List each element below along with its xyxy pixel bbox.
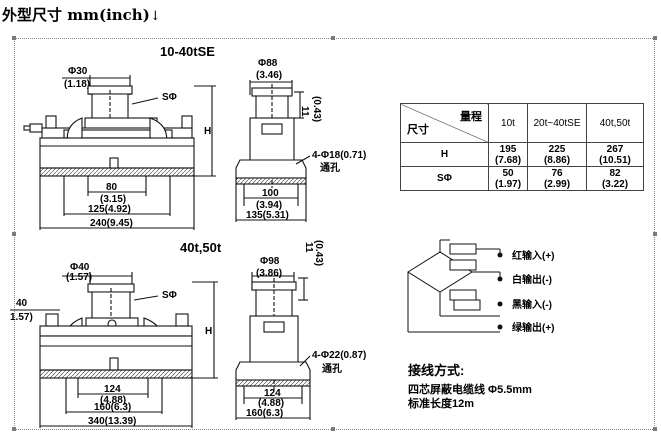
top-d125: 125(4.92) (88, 204, 131, 215)
cell-s-10t: 50 (1.97) (488, 166, 528, 191)
top-front-view: 10-40tSE Φ30 (1.18) SΦ H 80 (3. (23, 44, 216, 230)
corner-size-label: 尺寸 (407, 124, 429, 136)
resize-handle-bottom-left[interactable] (12, 427, 16, 431)
top-d240: 240(9.45) (90, 218, 133, 229)
bottom-phi40: Φ40 (70, 262, 90, 273)
bottom-phi98: Φ98 (260, 256, 280, 267)
top-hole-note: 通孔 (320, 161, 340, 174)
bottom-side-view: Φ98 (3.86) 11 (0.43) 4-Φ22(0.87) 通孔 124 … (235, 240, 366, 420)
wiring-description: 四芯屏蔽电缆线 Φ5.5mm 标准长度12m (408, 383, 532, 411)
top-phi88-in: (3.46) (256, 70, 282, 81)
paragraph-mark-icon: ↓ (149, 9, 161, 24)
top-hole: 4-Φ18(0.71) (312, 150, 366, 161)
row-label-h: H (400, 142, 489, 167)
top-s-label: SΦ (162, 92, 177, 103)
bottom-r124-in: (4.88) (258, 398, 284, 409)
cable-spec: 四芯屏蔽电缆线 Φ5.5mm (408, 384, 532, 396)
top-d100-in: (3.94) (256, 200, 282, 211)
resize-handle-top-right[interactable] (653, 36, 657, 40)
heading-text: 外型尺寸 mm(inch) (2, 6, 150, 24)
bottom-d340: 340(13.39) (88, 416, 136, 427)
top-d100: 100 (262, 188, 279, 199)
bottom-d40-in: 1.57) (10, 312, 33, 323)
col-header: 20t~40tSE (527, 103, 587, 143)
resize-handle-bottom-right[interactable] (653, 427, 657, 431)
col-header: 40t,50t (586, 103, 644, 143)
wire-red: 红输入(+) (512, 249, 555, 262)
bottom-title: 40t,50t (180, 240, 222, 255)
cell-s-20t: 76 (2.99) (527, 166, 587, 191)
bottom-front-view: 40t,50t Φ40 (1.57) SΦ 40 1.57) H 124 (4.… (10, 240, 222, 428)
resize-handle-top-left[interactable] (12, 36, 16, 40)
cable-length: 标准长度12m (408, 398, 475, 410)
spec-table: 量程 尺寸 10t 20t~40tSE 40t,50t H 195 (7.68)… (400, 103, 644, 191)
top-d11-in: (0.43) (311, 96, 322, 122)
bottom-s-label: SΦ (162, 290, 177, 301)
bottom-h-label: H (205, 326, 212, 337)
top-d11: 11 (299, 106, 310, 117)
top-phi30: Φ30 (68, 66, 88, 77)
cell-s-40t: 82 (3.22) (586, 166, 644, 191)
bottom-phi40-in: (1.57) (66, 272, 92, 283)
bottom-d40: 40 (16, 298, 28, 309)
wiring-diagram: 红输入(+) 白输出(-) 黑输入(-) 绿输出(+) (407, 239, 555, 334)
wire-green: 绿输出(+) (512, 321, 555, 334)
bottom-r160: 160(6.3) (246, 408, 283, 419)
bottom-d124-in: (4.88) (100, 395, 126, 406)
top-d135: 135(5.31) (246, 210, 289, 221)
bottom-d124: 124 (104, 384, 121, 395)
wire-white: 白输出(-) (512, 273, 552, 286)
top-side-view: Φ88 (3.46) 11 (0.43) 4-Φ18(0.71) 通孔 100 … (235, 58, 366, 222)
bottom-hole-note: 通孔 (322, 362, 342, 375)
bottom-d11-in: (0.43) (313, 240, 324, 266)
page-heading: 外型尺寸 mm(inch)↓ (2, 4, 161, 25)
bottom-phi98-in: (3.86) (256, 268, 282, 279)
resize-handle-mid-right[interactable] (653, 232, 657, 236)
resize-handle-bottom-mid[interactable] (331, 427, 335, 431)
top-d80: 80 (106, 182, 118, 193)
col-header: 10t (488, 103, 528, 143)
top-title: 10-40tSE (160, 44, 215, 59)
top-d80-in: (3.15) (100, 194, 126, 205)
row-label-s: SΦ (400, 166, 489, 191)
wire-black: 黑输入(-) (512, 298, 552, 311)
cell-h-40t: 267 (10.51) (586, 142, 644, 167)
top-phi88: Φ88 (258, 58, 278, 69)
cell-h-10t: 195 (7.68) (488, 142, 528, 167)
bottom-hole: 4-Φ22(0.87) (312, 350, 366, 361)
corner-range-label: 量程 (460, 111, 482, 123)
wiring-title: 接线方式: (408, 363, 465, 378)
resize-handle-top-mid[interactable] (331, 36, 335, 40)
bottom-d160: 160(6.3) (94, 402, 131, 413)
table-corner: 量程 尺寸 (400, 103, 489, 143)
top-phi30-in: (1.18) (64, 79, 90, 90)
bottom-r124: 124 (264, 388, 281, 399)
cell-h-20t: 225 (8.86) (527, 142, 587, 167)
resize-handle-mid-left[interactable] (12, 232, 16, 236)
top-h-label: H (204, 126, 211, 137)
bottom-d11: 11 (303, 242, 314, 253)
